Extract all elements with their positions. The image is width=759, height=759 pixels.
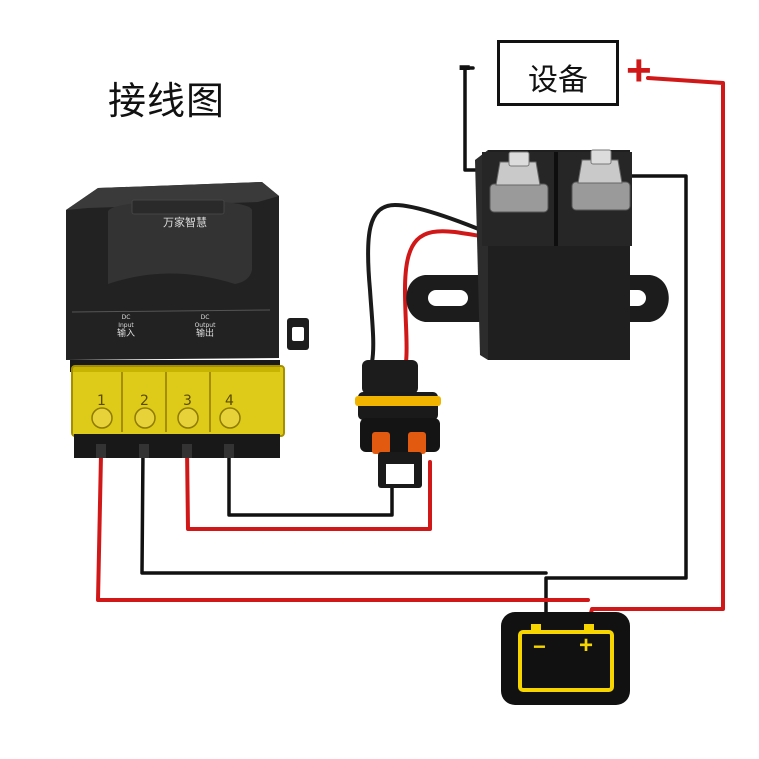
input-en-text: Input [118, 322, 134, 329]
relay-solenoid [406, 149, 669, 360]
terminal-3-label: 3 [183, 393, 192, 409]
terminal-2-label: 2 [140, 393, 149, 409]
output-dc-text: DC [200, 314, 210, 321]
battery-minus-sign: − [533, 634, 546, 659]
battery-plus-sign: + [579, 632, 594, 659]
wire-coil-black [366, 203, 507, 364]
waterproof-connector [355, 360, 441, 488]
input-dc-text: DC [121, 314, 131, 321]
battery-icon [501, 612, 630, 705]
device-plus-sign: + [626, 46, 652, 95]
output-cn-text: 输出 [195, 329, 214, 339]
wireless-controller [66, 182, 309, 458]
wire-terminal2-negative [140, 448, 548, 575]
controller-brand-label: 万家智慧 [163, 216, 207, 229]
device-label: 设备 [528, 63, 588, 98]
terminal-4-label: 4 [225, 393, 234, 409]
page-title: 接线图 [108, 79, 226, 123]
device-minus-sign: - [458, 43, 472, 87]
wire-relay-to-battery-negative [544, 174, 688, 622]
output-port-label: DC Output 输出 [185, 314, 225, 339]
terminal-1-label: 1 [97, 393, 106, 409]
output-en-text: Output [194, 322, 216, 329]
wire-terminal4-negative [227, 446, 394, 517]
wire-terminal3-positive [185, 446, 432, 531]
input-port-label: DC Input 输入 [106, 314, 146, 339]
device-box: 设备 [497, 40, 619, 106]
input-cn-text: 输入 [116, 329, 135, 339]
wire-terminal1-positive [96, 453, 590, 602]
